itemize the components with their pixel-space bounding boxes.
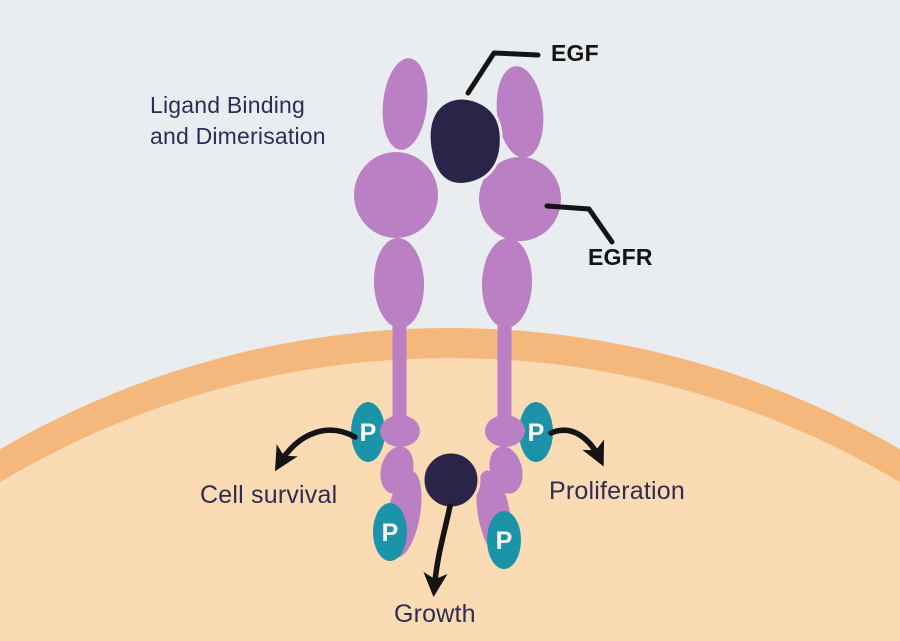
diagram-title: Ligand Binding and Dimerisation	[150, 92, 326, 149]
egfr-right-juxtamembrane	[485, 415, 525, 447]
egfr-label: EGFR	[588, 244, 653, 270]
phospho-sites-upper	[351, 402, 553, 462]
egf-label: EGF	[551, 40, 599, 66]
egf-ligand-blob	[427, 96, 503, 186]
pointer-lines	[465, 50, 615, 245]
phospho-site-2	[519, 402, 553, 462]
egfr-pointer-line	[544, 203, 615, 245]
growth-arrow	[423, 503, 453, 598]
egfr-left-juxtamembrane	[380, 415, 420, 447]
egfr-receptor-right	[476, 66, 561, 558]
phospho-label-4: P	[496, 527, 513, 555]
egfr-left-domain-3	[373, 238, 425, 328]
outcome-arrows	[274, 427, 605, 598]
egfr-receptor-left	[354, 58, 438, 558]
phospho-label-1: P	[360, 419, 377, 447]
egfr-left-domain-1	[382, 58, 428, 150]
phospho-label-2: P	[528, 419, 545, 447]
egfr-right-domain-2	[479, 157, 561, 241]
egfr-right-transmembrane-stalk	[497, 312, 512, 428]
phospho-site-3	[373, 503, 407, 561]
egfr-left-domain-2	[354, 152, 438, 238]
egfr-right-domain-3	[481, 238, 533, 328]
phospho-site-4	[487, 511, 521, 569]
egf-pointer-line	[465, 50, 541, 96]
cell-survival-label: Cell survival	[200, 481, 338, 509]
phospho-sites-lower	[373, 503, 521, 569]
phospho-label-3: P	[382, 519, 399, 547]
egfr-left-transmembrane-stalk	[392, 312, 407, 428]
egfr-right-domain-1	[496, 66, 544, 158]
cell-survival-arrow	[274, 427, 358, 472]
proliferation-label: Proliferation	[549, 477, 685, 505]
growth-label: Growth	[394, 600, 476, 628]
proliferation-arrow	[548, 427, 605, 467]
phospho-site-1	[351, 402, 385, 462]
signal-node	[421, 450, 481, 510]
phospho-labels: P P P P	[360, 419, 545, 555]
